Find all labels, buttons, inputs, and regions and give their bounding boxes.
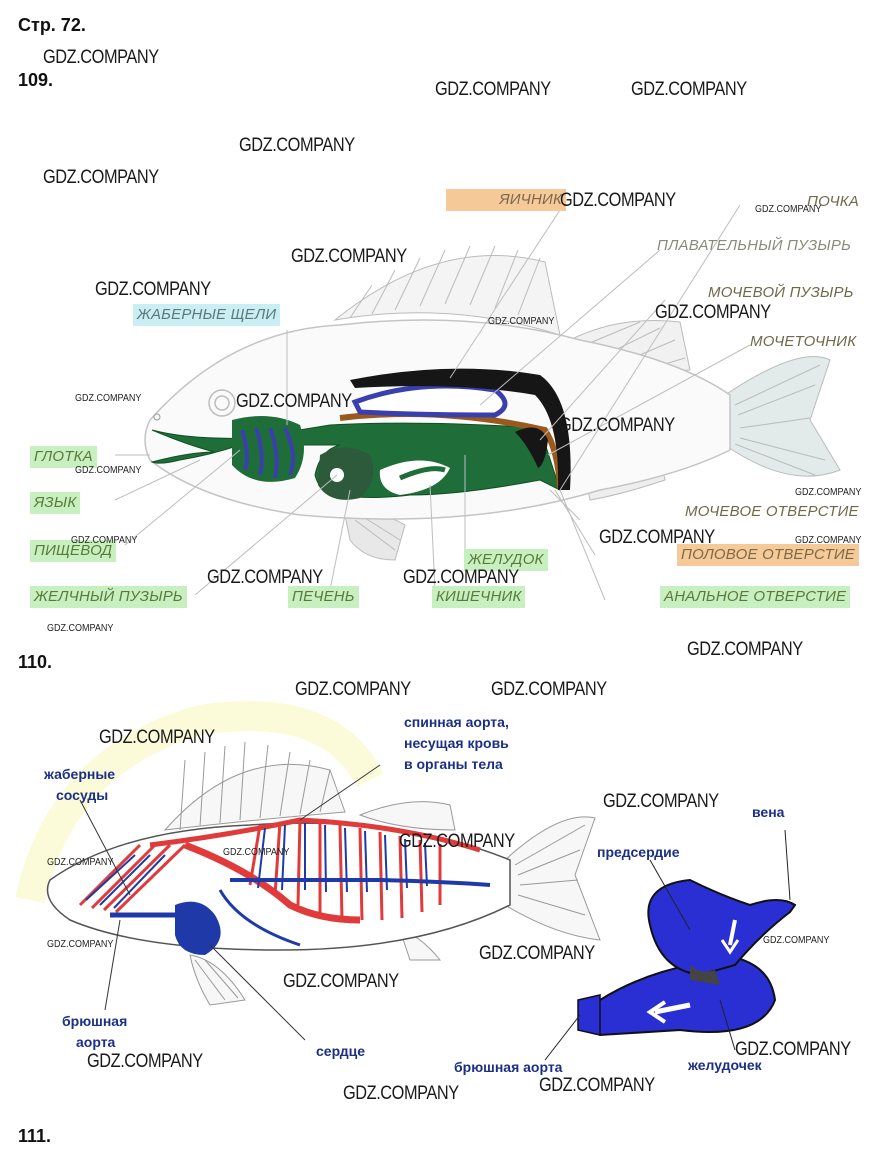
watermark: GDZ.COMPANY bbox=[43, 167, 159, 188]
watermark: GDZ.COMPANY bbox=[87, 1051, 203, 1072]
label-liver: ПЕЧЕНЬ bbox=[288, 586, 359, 608]
watermark: GDZ.COMPANY bbox=[236, 391, 352, 412]
label-pharynx: ГЛОТКА bbox=[30, 446, 97, 468]
watermark: GDZ.COMPANY bbox=[295, 679, 411, 700]
label-heart: сердце bbox=[316, 1043, 366, 1059]
watermark: GDZ.COMPANY bbox=[479, 943, 595, 964]
watermark: GDZ.COMPANY bbox=[291, 246, 407, 267]
watermark: GDZ.COMPANY bbox=[560, 190, 676, 211]
watermark: GDZ.COMPANY bbox=[207, 567, 323, 588]
label-stomach: ЖЕЛУДОК bbox=[464, 549, 548, 571]
watermark: GDZ.COMPANY bbox=[631, 79, 747, 100]
watermark-small: GDZ.COMPANY bbox=[47, 623, 114, 634]
watermark: GDZ.COMPANY bbox=[343, 1083, 459, 1104]
watermark-small: GDZ.COMPANY bbox=[755, 204, 822, 215]
watermark: GDZ.COMPANY bbox=[655, 302, 771, 323]
label-ventral-aorta-heart: брюшная аорта bbox=[454, 1059, 563, 1075]
label-ureter: МОЧЕТОЧНИК bbox=[750, 333, 857, 350]
label-ventral-aorta-line1: брюшная bbox=[62, 1013, 128, 1029]
watermark-small: GDZ.COMPANY bbox=[47, 939, 114, 950]
watermark: GDZ.COMPANY bbox=[403, 567, 519, 588]
watermark-small: GDZ.COMPANY bbox=[47, 857, 114, 868]
page-header: Стр. 72. bbox=[18, 15, 86, 35]
label-dorsal-aorta-line1: спинная аорта, bbox=[404, 714, 509, 730]
watermark-small: GDZ.COMPANY bbox=[71, 535, 138, 546]
watermark: GDZ.COMPANY bbox=[559, 415, 675, 436]
watermark-small: GDZ.COMPANY bbox=[488, 316, 555, 327]
label-genital-opening: ПОЛОВОЕ ОТВЕРСТИЕ bbox=[677, 544, 859, 566]
watermark: GDZ.COMPANY bbox=[539, 1075, 655, 1096]
label-ventricle: желудочек bbox=[688, 1057, 762, 1073]
label-atrium: предсердие bbox=[597, 844, 680, 860]
watermark: GDZ.COMPANY bbox=[735, 1039, 851, 1060]
label-urinary-opening: МОЧЕВОЕ ОТВЕРСТИЕ bbox=[685, 503, 859, 520]
label-vein: вена bbox=[752, 804, 785, 820]
watermark: GDZ.COMPANY bbox=[239, 135, 355, 156]
label-esophagus: ПИЩЕВОД bbox=[30, 540, 117, 562]
watermark-small: GDZ.COMPANY bbox=[75, 393, 142, 404]
label-ovary: ЯИЧНИК bbox=[446, 189, 566, 211]
label-ventral-aorta-line2: аорта bbox=[76, 1034, 116, 1050]
label-gill-vessels-line2: сосуды bbox=[56, 787, 109, 803]
watermark-small: GDZ.COMPANY bbox=[75, 465, 142, 476]
watermark: GDZ.COMPANY bbox=[399, 831, 515, 852]
label-gill-slits: ЖАБЕРНЫЕ ЩЕЛИ bbox=[133, 304, 281, 326]
label-intestine: КИШЕЧНИК bbox=[432, 586, 526, 608]
watermark: GDZ.COMPANY bbox=[491, 679, 607, 700]
watermark: GDZ.COMPANY bbox=[43, 47, 159, 68]
label-urinary-bladder: МОЧЕВОЙ ПУЗЫРЬ bbox=[708, 284, 854, 301]
label-swim-bladder: ПЛАВАТЕЛЬНЫЙ ПУЗЫРЬ bbox=[657, 237, 852, 254]
label-gill-vessels-line1: жаберные bbox=[44, 766, 116, 782]
watermark-small: GDZ.COMPANY bbox=[795, 487, 862, 498]
task-number-111: 111. bbox=[18, 1126, 52, 1146]
watermark-small: GDZ.COMPANY bbox=[763, 935, 830, 946]
label-dorsal-aorta-line3: в органы тела bbox=[404, 756, 503, 772]
watermark: GDZ.COMPANY bbox=[435, 79, 551, 100]
task-number-109: 109. bbox=[18, 70, 54, 90]
watermark: GDZ.COMPANY bbox=[283, 971, 399, 992]
label-kidney: ПОЧКА bbox=[807, 193, 859, 210]
label-gallbladder: ЖЕЛЧНЫЙ ПУЗЫРЬ bbox=[30, 586, 187, 608]
watermark: GDZ.COMPANY bbox=[603, 791, 719, 812]
task-number-110: 110. bbox=[18, 652, 53, 672]
watermark-small: GDZ.COMPANY bbox=[223, 847, 290, 858]
label-dorsal-aorta-line2: несущая кровь bbox=[404, 735, 509, 751]
label-tongue: ЯЗЫК bbox=[30, 492, 81, 514]
watermark-small: GDZ.COMPANY bbox=[795, 535, 862, 546]
label-anal-opening: АНАЛЬНОЕ ОТВЕРСТИЕ bbox=[660, 586, 851, 608]
watermark: GDZ.COMPANY bbox=[599, 527, 715, 548]
watermark: GDZ.COMPANY bbox=[95, 279, 211, 300]
watermark: GDZ.COMPANY bbox=[687, 639, 803, 660]
watermark: GDZ.COMPANY bbox=[99, 727, 215, 748]
